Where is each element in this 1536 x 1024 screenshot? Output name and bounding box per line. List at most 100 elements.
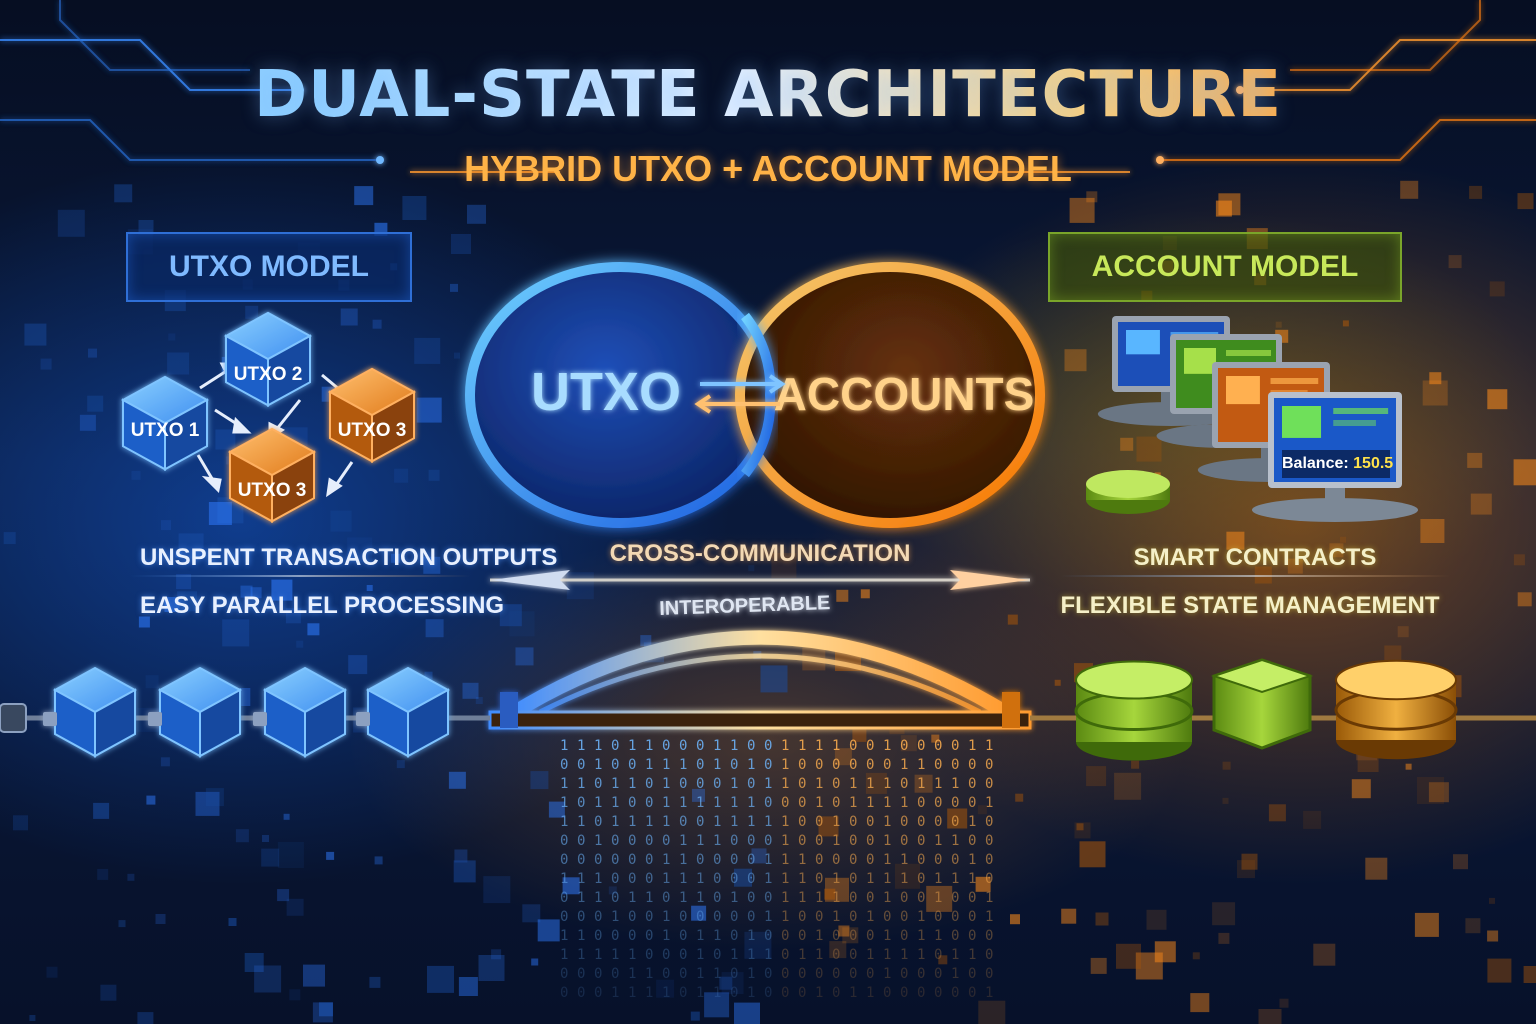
svg-text:1: 1: [781, 776, 789, 792]
svg-text:0: 0: [747, 871, 755, 887]
svg-text:1: 1: [577, 776, 585, 792]
svg-text:1: 1: [900, 947, 908, 963]
svg-text:1: 1: [985, 738, 993, 754]
svg-text:1: 1: [730, 947, 738, 963]
svg-text:1: 1: [883, 928, 891, 944]
svg-text:0: 0: [662, 947, 670, 963]
svg-text:0: 0: [968, 795, 976, 811]
utxo-node: UTXO 3: [227, 427, 317, 523]
svg-text:0: 0: [696, 757, 704, 773]
svg-text:0: 0: [798, 909, 806, 925]
svg-text:0: 0: [866, 814, 874, 830]
svg-text:1: 1: [713, 795, 721, 811]
svg-text:1: 1: [713, 814, 721, 830]
svg-text:1: 1: [832, 814, 840, 830]
svg-text:1: 1: [815, 776, 823, 792]
svg-text:1: 1: [645, 985, 653, 1001]
svg-text:0: 0: [849, 928, 857, 944]
svg-text:1: 1: [611, 795, 619, 811]
svg-text:0: 0: [951, 985, 959, 1001]
svg-text:0: 0: [900, 814, 908, 830]
svg-text:0: 0: [696, 852, 704, 868]
svg-text:0: 0: [849, 814, 857, 830]
svg-text:0: 0: [815, 909, 823, 925]
svg-text:1: 1: [730, 795, 738, 811]
svg-text:1: 1: [832, 871, 840, 887]
svg-text:0: 0: [849, 890, 857, 906]
svg-text:0: 0: [951, 738, 959, 754]
svg-text:0: 0: [560, 909, 568, 925]
svg-text:1: 1: [611, 909, 619, 925]
svg-text:0: 0: [815, 833, 823, 849]
arrow-line: [199, 368, 229, 390]
svg-text:1: 1: [883, 738, 891, 754]
svg-text:1: 1: [815, 795, 823, 811]
svg-text:0: 0: [968, 985, 976, 1001]
chain-block: [43, 666, 138, 758]
svg-text:1: 1: [866, 871, 874, 887]
svg-text:0: 0: [832, 757, 840, 773]
svg-text:1: 1: [611, 814, 619, 830]
svg-text:0: 0: [730, 852, 738, 868]
svg-text:0: 0: [985, 776, 993, 792]
svg-text:0: 0: [645, 776, 653, 792]
svg-text:0: 0: [781, 985, 789, 1001]
svg-text:0: 0: [849, 757, 857, 773]
svg-text:0: 0: [968, 833, 976, 849]
svg-text:0: 0: [917, 814, 925, 830]
svg-text:1: 1: [934, 871, 942, 887]
svg-text:0: 0: [611, 852, 619, 868]
svg-text:0: 0: [730, 871, 738, 887]
center-rings: UTXO ACCOUNTS: [465, 262, 1045, 528]
svg-text:0: 0: [628, 852, 636, 868]
svg-text:0: 0: [917, 966, 925, 982]
svg-text:1: 1: [900, 795, 908, 811]
svg-text:0: 0: [696, 909, 704, 925]
svg-text:1: 1: [764, 947, 772, 963]
svg-text:1: 1: [645, 890, 653, 906]
svg-text:0: 0: [832, 947, 840, 963]
svg-text:1: 1: [866, 947, 874, 963]
svg-text:0: 0: [934, 852, 942, 868]
svg-text:0: 0: [866, 757, 874, 773]
svg-text:0: 0: [866, 890, 874, 906]
svg-text:0: 0: [679, 985, 687, 1001]
svg-text:0: 0: [696, 776, 704, 792]
svg-text:1: 1: [662, 814, 670, 830]
svg-text:0: 0: [951, 795, 959, 811]
svg-text:1: 1: [764, 909, 772, 925]
svg-text:0: 0: [849, 966, 857, 982]
svg-text:0: 0: [883, 909, 891, 925]
svg-text:0: 0: [832, 928, 840, 944]
svg-text:1: 1: [696, 947, 704, 963]
svg-text:0: 0: [985, 966, 993, 982]
svg-text:0: 0: [662, 833, 670, 849]
svg-text:0: 0: [900, 833, 908, 849]
svg-text:0: 0: [713, 947, 721, 963]
svg-text:0: 0: [968, 928, 976, 944]
svg-text:0: 0: [900, 966, 908, 982]
svg-text:1: 1: [798, 852, 806, 868]
svg-text:0: 0: [645, 947, 653, 963]
svg-text:1: 1: [832, 738, 840, 754]
account-token-disc: [1086, 470, 1170, 514]
svg-text:1: 1: [594, 871, 602, 887]
ring-utxo-text: UTXO: [531, 362, 681, 422]
svg-text:0: 0: [764, 928, 772, 944]
utxo-node: UTXO 2: [223, 311, 313, 407]
svg-text:1: 1: [917, 947, 925, 963]
arrow-left-icon: [490, 570, 570, 590]
svg-text:1: 1: [730, 776, 738, 792]
svg-text:1: 1: [713, 928, 721, 944]
svg-text:0: 0: [628, 909, 636, 925]
svg-text:0: 0: [696, 814, 704, 830]
svg-text:1: 1: [662, 852, 670, 868]
svg-text:1: 1: [577, 928, 585, 944]
svg-text:0: 0: [968, 776, 976, 792]
svg-text:0: 0: [628, 795, 636, 811]
svg-text:1: 1: [628, 890, 636, 906]
svg-text:1: 1: [951, 871, 959, 887]
chain-block: [148, 666, 243, 758]
svg-text:0: 0: [577, 757, 585, 773]
